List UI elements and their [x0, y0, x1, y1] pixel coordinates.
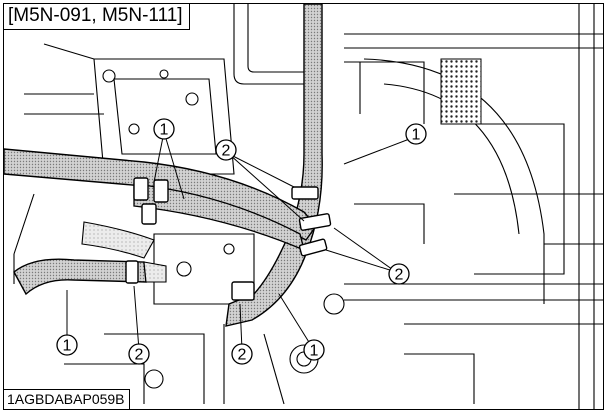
clamp-left-lower [141, 203, 157, 225]
hose-lower-left [13, 258, 167, 296]
svg-text:2: 2 [135, 347, 144, 364]
clamp-lower-center [231, 281, 255, 301]
model-label: [M5N-091, M5N-111] [4, 4, 190, 30]
callout-clamp-right: 2 [388, 263, 410, 285]
svg-text:1: 1 [160, 122, 169, 139]
svg-text:1: 1 [63, 338, 72, 355]
clamp-left-upper [133, 177, 149, 201]
callout-clamp-lower-center: 2 [231, 343, 253, 365]
clamp-vertical-top [291, 186, 319, 200]
figure-id: 1AGBDABAP059B [4, 389, 130, 409]
clamp-junction-lower [298, 238, 328, 257]
clamp-lower-left [125, 260, 139, 284]
leader-lines [66, 131, 413, 351]
svg-text:2: 2 [238, 347, 247, 364]
radiator-grille [440, 58, 482, 125]
callout-clamp-upper: 2 [215, 139, 237, 161]
hose-vertical-top [225, 4, 323, 327]
svg-text:2: 2 [395, 267, 404, 284]
engine-hose-illustration: 1 1 2 2 1 2 2 1 [4, 4, 603, 409]
svg-text:1: 1 [310, 343, 319, 360]
svg-text:2: 2 [222, 143, 231, 160]
hose-clamps [125, 177, 332, 301]
callout-hose-lower-center: 1 [303, 339, 325, 361]
clamp-junction-upper [298, 213, 332, 231]
svg-text:1: 1 [412, 127, 421, 144]
callout-hose-upper-right: 1 [405, 123, 427, 145]
callout-hose-lower-left: 1 [56, 334, 78, 356]
hose-upper-left [81, 221, 155, 259]
callout-clamp-lower-left: 2 [128, 343, 150, 365]
figure-frame: 1 1 2 2 1 2 2 1 [M5N-091, M5 [3, 3, 604, 410]
callout-hose-upper-left: 1 [153, 118, 175, 140]
clamp-left-upper-2 [153, 179, 169, 203]
